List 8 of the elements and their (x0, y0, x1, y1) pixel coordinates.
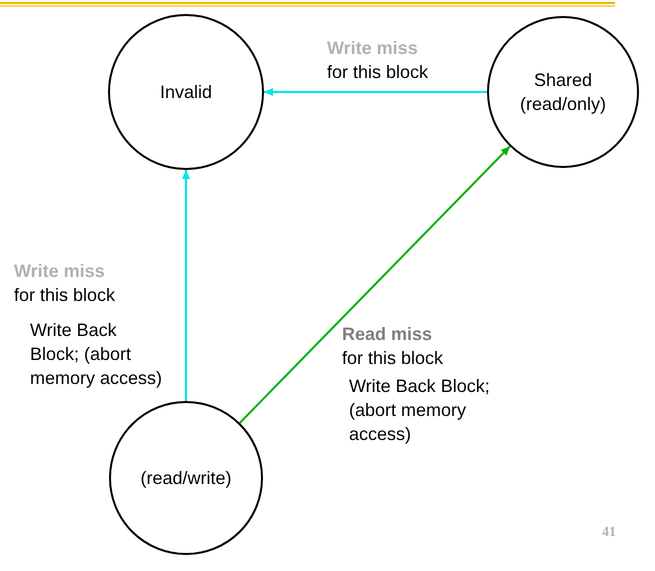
transition-note: Write Back Block; (abort memory access) (349, 375, 491, 446)
page-number: 41 (602, 524, 616, 542)
state-label: Shared (read/only) (518, 69, 608, 116)
state-label: Invalid (158, 81, 214, 104)
state-label: (read/write) (139, 467, 233, 490)
transition-arrow (239, 146, 511, 424)
transition-arrow (182, 170, 190, 401)
transition-arrow (264, 88, 487, 96)
